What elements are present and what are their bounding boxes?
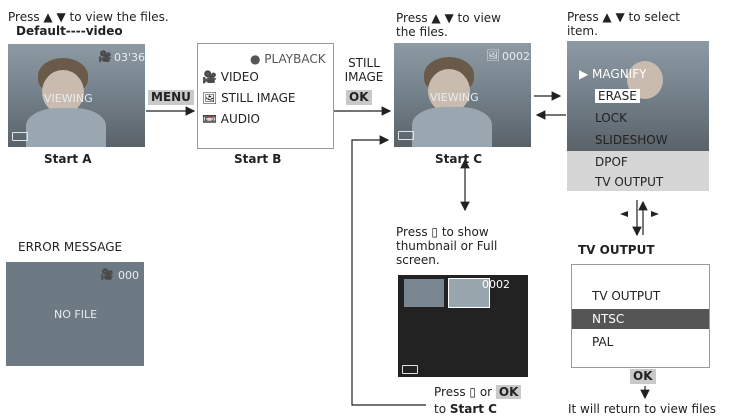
still-image-label: STILL IMAGE (344, 56, 384, 84)
battery-icon (398, 131, 414, 140)
menu-item-pal[interactable]: PAL (592, 335, 614, 349)
battery-icon (12, 132, 28, 141)
screen-b: ● PLAYBACK 🎥 VIDEO 🖼 STILL IMAGE 📼 AUDIO (197, 43, 334, 149)
thumbnail-image-selected[interactable] (448, 278, 490, 308)
menu-key: MENU (148, 90, 194, 105)
caption-start-a: Start A (44, 152, 92, 166)
no-file-message: NO FILE (54, 308, 98, 321)
menu-item-still-image[interactable]: 🖼 STILL IMAGE (202, 91, 296, 105)
instruction-view-files-c: Press ▲ ▼ to view the files. (396, 11, 501, 39)
counter: 0002 (502, 50, 530, 63)
back-instruction: Press ▯ or OK (434, 385, 522, 400)
screen-c: 🖼 0002 VIEWING (394, 43, 531, 147)
tv-output-menu: TV OUTPUT NTSC PAL (571, 264, 710, 368)
menu-item-erase[interactable]: ERASE (595, 89, 640, 103)
tv-output-heading: TV OUTPUT (578, 243, 655, 257)
caption-start-c: Start C (435, 152, 483, 166)
ok-key: OK (346, 90, 372, 105)
thumbnail-image[interactable] (404, 279, 444, 307)
menu-item-tv-output[interactable]: TV OUTPUT (592, 289, 661, 303)
counter: 03'36" (114, 51, 145, 64)
menu-item-dpof[interactable]: DPOF (595, 155, 628, 169)
menu-item-magnify[interactable]: ▶ MAGNIFY (579, 67, 647, 81)
viewing-label: VIEWING (430, 91, 479, 104)
menu-item-lock[interactable]: LOCK (595, 111, 627, 125)
counter: 0002 (482, 278, 510, 291)
video-icon: 🎥 (98, 50, 112, 63)
back-to-start-c: to Start C (434, 402, 497, 416)
thumbnail-instruction: Press ▯ to show thumbnail or Full screen… (396, 225, 498, 267)
viewing-label: VIEWING (44, 92, 93, 105)
menu-item-audio[interactable]: 📼 AUDIO (202, 112, 260, 126)
screen-a: 🎥 03'36" VIEWING (8, 44, 145, 147)
image-icon: 🖼 (486, 49, 500, 62)
error-screen: 🎥 000 NO FILE (6, 262, 144, 366)
menu-item-tv-output[interactable]: TV OUTPUT (595, 175, 664, 189)
error-heading: ERROR MESSAGE (18, 240, 123, 254)
playback-menu-panel: ▶ MAGNIFY ERASE LOCK SLIDESHOW DPOF TV O… (567, 41, 709, 191)
menu-item-video[interactable]: 🎥 VIDEO (202, 70, 259, 84)
playback-label: ● PLAYBACK (250, 52, 326, 66)
video-icon: 🎥 (100, 268, 114, 281)
battery-icon (402, 365, 418, 374)
return-text: It will return to view files (568, 402, 717, 416)
caption-start-b: Start B (234, 152, 282, 166)
instruction-select-item: Press ▲ ▼ to select item. (567, 10, 680, 38)
menu-item-slideshow[interactable]: SLIDESHOW (595, 133, 668, 147)
thumbnail-screen: 0002 (398, 275, 528, 377)
ok-key: OK (630, 369, 656, 384)
default-video-label: Default----video (16, 24, 123, 38)
counter: 000 (118, 269, 139, 282)
menu-item-ntsc[interactable]: NTSC (572, 309, 709, 329)
instruction-view-files: Press ▲ ▼ to view the files. (8, 10, 169, 24)
